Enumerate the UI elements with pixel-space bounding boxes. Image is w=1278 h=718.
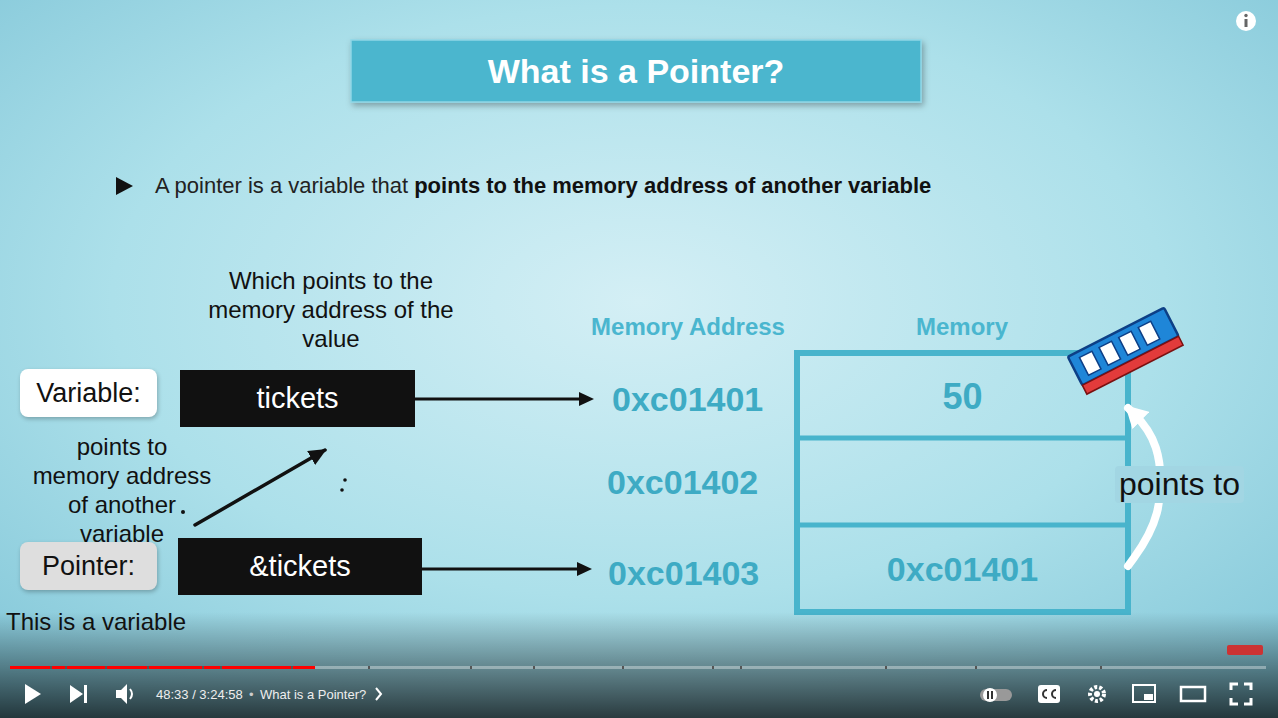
variable-tag: Variable: [20, 369, 157, 417]
chapter-mark [220, 666, 222, 669]
chapter-mark [470, 666, 472, 669]
info-icon-bar [1245, 19, 1248, 27]
video-time: 48:33 / 3:24:58 [156, 687, 243, 702]
leader-arrow [422, 568, 580, 571]
ram-chip [1079, 351, 1101, 375]
miniplayer-inset [1144, 694, 1153, 700]
memory-cell: 0xc01401 [800, 528, 1125, 610]
arrow-head [579, 392, 594, 406]
annotation-note: This is a variable [6, 608, 186, 636]
annotation-note: Which points to the memory address of th… [196, 266, 466, 353]
memory-divider [797, 436, 1128, 441]
volume-wave [130, 689, 132, 699]
node-text: tickets [256, 382, 338, 415]
chapter-mark [885, 666, 887, 669]
bullet-text: A pointer is a variable that [155, 172, 408, 200]
stray-dot [340, 488, 344, 492]
title-banner [351, 40, 921, 102]
autoplay-pause [991, 691, 993, 699]
memory-cell: 50 [800, 356, 1125, 438]
progress-played [10, 666, 315, 669]
node-text: 0xc01401 [887, 550, 1038, 589]
chapter-mark [105, 666, 107, 669]
separator-dot: • [249, 687, 254, 702]
edge-label: points to [1115, 466, 1244, 503]
volume-button [116, 684, 127, 704]
settings-gear [1090, 687, 1104, 701]
bullet-line: A pointer is a variable thatpoints to th… [155, 172, 931, 200]
subscribe-watermark [1227, 645, 1263, 655]
ram-chip [1119, 331, 1141, 355]
memory-address: 0xc01403 [608, 554, 759, 593]
variable-box: tickets [180, 370, 415, 427]
chapter-mark [975, 666, 977, 669]
chapter-mark [202, 666, 204, 669]
chapter-mark [65, 666, 67, 669]
stray-dot [181, 510, 185, 514]
stray-dot [343, 478, 347, 482]
annotation-note: points to memory address of another vari… [31, 432, 213, 548]
chapter-mark [291, 666, 293, 669]
pointer-tag: Pointer: [20, 542, 157, 590]
next-button-bar [84, 685, 87, 703]
chapter-mark [368, 666, 370, 669]
bullet-emphasis: points to the memory address of another … [414, 172, 931, 200]
chapter-mark [740, 666, 742, 669]
play-button [25, 684, 41, 704]
chapter-mark [50, 666, 52, 669]
column-heading: Memory [916, 313, 1008, 341]
slide-title: What is a Pointer? [351, 40, 921, 102]
chapter-mark [712, 666, 714, 669]
node-text: 50 [942, 376, 982, 418]
column-heading: Memory Address [591, 313, 785, 341]
memory-frame [797, 353, 1128, 612]
pointer-arrow [195, 450, 325, 525]
ram-icon [1068, 308, 1183, 394]
node-text: &tickets [249, 550, 351, 583]
autoplay-toggle [980, 689, 1012, 701]
chapter-mark [1100, 666, 1102, 669]
settings-hub [1094, 691, 1100, 697]
autoplay-pause [987, 691, 989, 699]
chapter-chevron [376, 688, 381, 700]
chapter-marks [50, 666, 1102, 669]
chapter-mark [533, 666, 535, 669]
info-icon-dot [1244, 14, 1247, 17]
memory-address: 0xc01402 [607, 463, 758, 502]
captions-glyph [1043, 690, 1056, 698]
leader-arrow [415, 398, 582, 401]
player-shade [0, 612, 1278, 718]
ram-chip [1138, 321, 1160, 345]
memory-divider [797, 523, 1128, 528]
chapter-mark [622, 666, 624, 669]
info-icon [1236, 11, 1256, 31]
captions-button [1038, 685, 1060, 703]
progress-track [10, 666, 1266, 669]
chapter-title: What is a Pointer? [260, 687, 366, 702]
memory-address: 0xc01401 [612, 380, 763, 419]
theater-button [1181, 687, 1205, 701]
ram-contacts [1082, 336, 1183, 394]
bullet-marker [116, 177, 133, 195]
chapter-mark [147, 666, 149, 669]
autoplay-knob [983, 688, 997, 702]
node-text: Pointer: [42, 551, 135, 582]
arrow-head [577, 562, 592, 576]
ram-chip [1099, 341, 1121, 365]
fullscreen-button [1231, 684, 1251, 704]
node-text: Variable: [36, 378, 141, 409]
miniplayer-button [1133, 685, 1155, 702]
next-button [70, 685, 83, 703]
pointer-box: &tickets [178, 538, 422, 595]
